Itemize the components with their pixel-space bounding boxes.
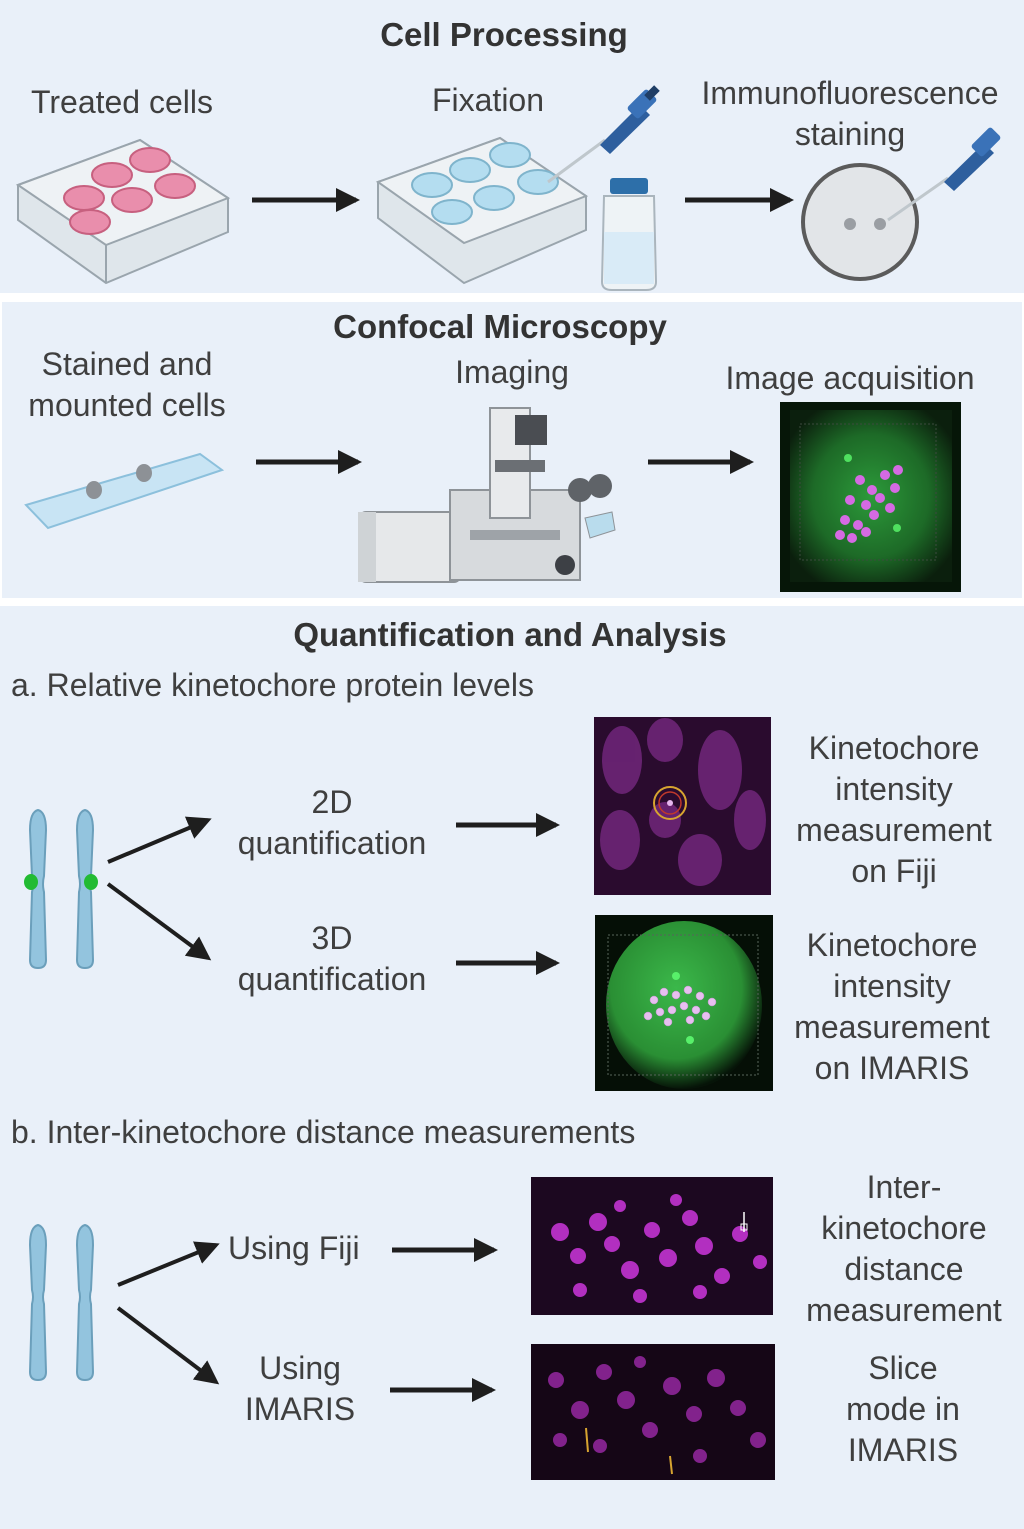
slide-icon <box>24 452 225 530</box>
treated-cells-plate-icon <box>15 138 231 285</box>
inter-desc-line2: kinetochore <box>821 1210 987 1246</box>
inter-desc-line4: measurement <box>806 1292 1002 1328</box>
pipette-icon-2 <box>887 127 1001 222</box>
acquisition-image <box>780 402 961 592</box>
cell-processing-title: Cell Processing <box>380 16 628 53</box>
section-a-heading: a. Relative kinetochore protein levels <box>11 667 534 703</box>
slice-desc-line3: IMARIS <box>847 1432 959 1468</box>
staining-label-line2: staining <box>794 116 906 152</box>
fixation-label: Fixation <box>431 82 545 118</box>
using-imaris-line1: Using <box>259 1350 341 1386</box>
fiji-intensity-image <box>594 717 771 895</box>
imaris-desc-line2: intensity <box>833 968 951 1004</box>
imaging-label: Imaging <box>455 354 569 390</box>
arrow-to-2d <box>107 816 212 864</box>
arrow-to-fiji <box>117 1241 220 1287</box>
inter-desc-line1: Inter- <box>866 1169 942 1205</box>
using-fiji-label: Using Fiji <box>228 1230 360 1266</box>
q3d-line2: quantification <box>237 961 427 997</box>
imaris-desc-line1: Kinetochore <box>806 927 978 963</box>
chromosome-pair-icon <box>24 808 98 970</box>
treated-cells-label: Treated cells <box>31 84 213 120</box>
fiji-desc-line2: intensity <box>835 771 953 807</box>
stained-label-line2: mounted cells <box>28 387 226 423</box>
section-b-heading: b. Inter-kinetochore distance measuremen… <box>11 1114 636 1150</box>
inter-kinetochore-fiji-image <box>531 1177 773 1315</box>
kinetochore-green-dot <box>24 874 38 890</box>
quantification-title: Quantification and Analysis <box>293 616 727 653</box>
fiji-desc-line3: measurement <box>796 812 992 848</box>
fixation-plate-icon <box>375 136 589 285</box>
staining-label-line1: Immunofluorescence <box>701 75 999 111</box>
image-acquisition-label: Image acquisition <box>725 360 975 396</box>
imaris-desc-line3: measurement <box>794 1009 990 1045</box>
chromosome-pair-icon-2 <box>28 1223 95 1382</box>
stained-label-line1: Stained and <box>41 346 213 382</box>
q2d-line1: 2D <box>311 784 353 820</box>
arrow-to-imaris <box>116 1306 220 1385</box>
slice-desc-line2: mode in <box>846 1391 960 1427</box>
q3d-line1: 3D <box>311 920 353 956</box>
coverslip-icon <box>801 163 919 281</box>
confocal-title: Confocal Microscopy <box>333 308 667 345</box>
pipette-icon <box>547 85 660 184</box>
imaris-intensity-image <box>595 915 773 1091</box>
slice-mode-imaris-image <box>531 1344 775 1480</box>
q2d-line2: quantification <box>237 825 427 861</box>
fiji-desc-line4: on Fiji <box>851 853 937 889</box>
quantification-panel <box>0 606 1024 1529</box>
imaris-desc-line4: on IMARIS <box>814 1050 970 1086</box>
arrow-to-3d <box>106 882 212 961</box>
using-imaris-line2: IMARIS <box>244 1391 356 1427</box>
inter-desc-line3: distance <box>844 1251 964 1287</box>
microscope-icon <box>358 407 616 583</box>
bottle-icon <box>600 178 658 291</box>
fiji-desc-line1: Kinetochore <box>808 730 980 766</box>
slice-desc-line1: Slice <box>868 1350 938 1386</box>
